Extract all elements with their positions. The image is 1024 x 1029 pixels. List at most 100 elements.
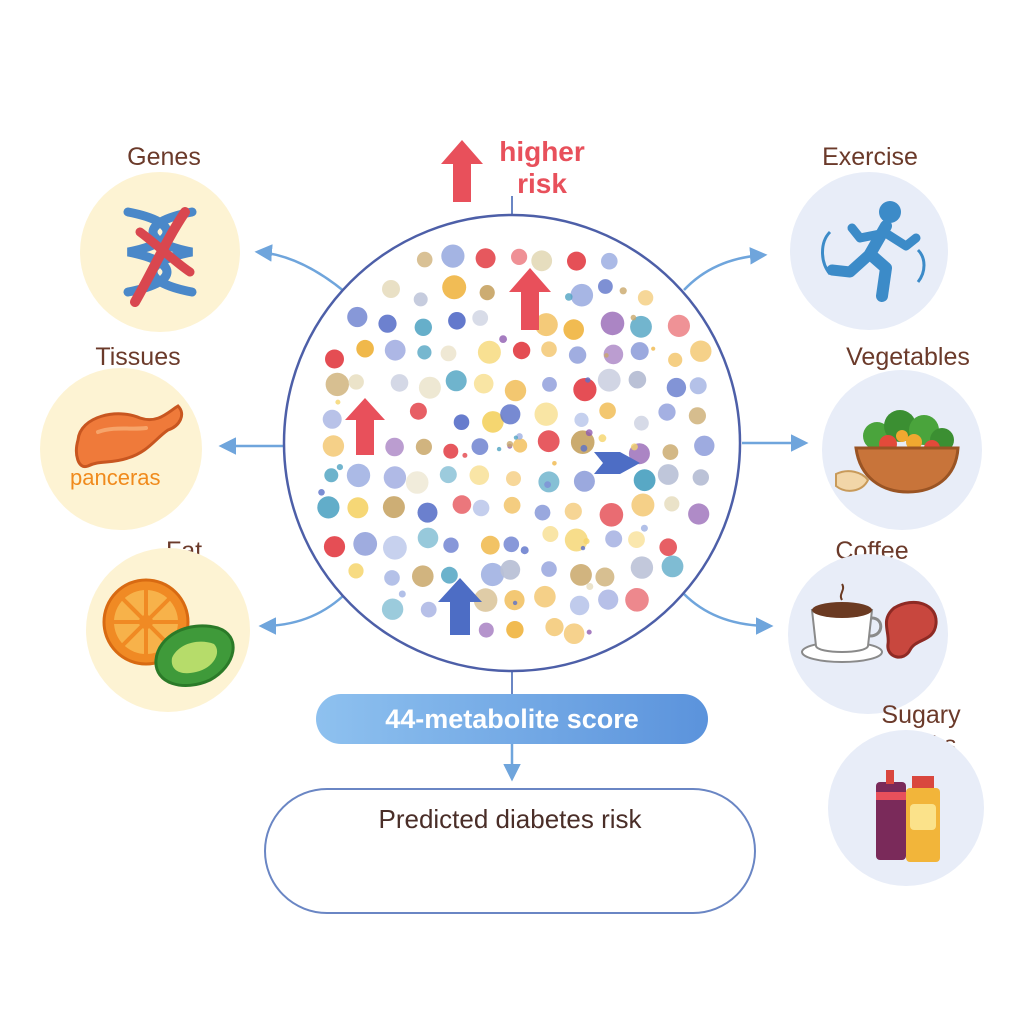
metabolite-dot bbox=[418, 376, 441, 399]
metabolite-dot bbox=[452, 495, 472, 514]
metabolite-dot bbox=[570, 564, 592, 586]
fat-bubble bbox=[86, 548, 250, 712]
metabolite-dot bbox=[630, 315, 652, 338]
metabolite-speck bbox=[462, 452, 468, 458]
inner-blue-arrow-bottom bbox=[438, 578, 482, 635]
metabolite-dot bbox=[472, 499, 490, 517]
metabolite-speck bbox=[583, 538, 590, 545]
metabolite-dot bbox=[542, 377, 557, 392]
metabolite-dot bbox=[598, 589, 619, 610]
metabolite-dot bbox=[625, 588, 649, 612]
higher-risk-label: higher risk bbox=[499, 136, 585, 200]
metabolite-dot bbox=[664, 496, 680, 512]
exercise-bubble bbox=[790, 172, 948, 330]
metabolite-speck bbox=[398, 590, 406, 598]
metabolite-speck bbox=[619, 287, 627, 295]
metabolite-speck bbox=[640, 524, 648, 532]
inner-blue-arrow-right bbox=[594, 452, 640, 474]
metabolite-dot bbox=[440, 345, 457, 362]
metabolite-dot bbox=[323, 536, 346, 558]
metabolite-dot bbox=[661, 555, 684, 578]
metabolite-dot bbox=[574, 412, 589, 427]
metabolite-dot bbox=[353, 532, 378, 556]
citrus-avocado-icon bbox=[102, 578, 235, 688]
metabolite-dot bbox=[347, 497, 369, 519]
arrow-to-coffee bbox=[683, 593, 774, 635]
metabolite-dot bbox=[472, 310, 489, 326]
metabolite-dot bbox=[443, 537, 459, 553]
metabolite-speck bbox=[513, 435, 519, 440]
metabolite-dot bbox=[384, 339, 406, 361]
metabolite-dot bbox=[356, 339, 374, 358]
metabolite-dot bbox=[383, 535, 407, 560]
metabolite-dot bbox=[473, 588, 498, 612]
metabolite-dot bbox=[382, 280, 400, 298]
metabolite-dot bbox=[631, 493, 655, 517]
metabolite-dot bbox=[416, 251, 433, 268]
metabolite-speck bbox=[565, 293, 573, 301]
metabolite-dot bbox=[537, 430, 560, 453]
metabolite-dot bbox=[570, 430, 595, 455]
label-genes: Genes bbox=[127, 143, 201, 171]
metabolite-dot bbox=[633, 469, 656, 492]
tissues-bubble bbox=[40, 368, 202, 530]
metabolite-dot bbox=[409, 402, 427, 420]
metabolite-dot bbox=[325, 372, 349, 397]
metabolite-dot bbox=[541, 561, 557, 577]
metabolite-dot bbox=[603, 344, 624, 365]
predicted-risk-title: Predicted diabetes risk bbox=[378, 804, 642, 834]
metabolite-dot bbox=[443, 443, 459, 459]
metabolite-dot bbox=[573, 470, 595, 492]
metabolite-speck bbox=[585, 377, 591, 383]
metabolite-dot bbox=[688, 503, 710, 525]
metabolite-dot bbox=[689, 377, 707, 395]
metabolite-dot bbox=[322, 409, 342, 429]
arrow-to-exercise bbox=[683, 247, 768, 291]
metabolite-dot bbox=[324, 468, 339, 483]
metabolite-dot bbox=[420, 601, 437, 618]
metabolite-speck bbox=[585, 429, 593, 437]
metabolite-speck bbox=[598, 434, 607, 443]
metabolite-dot bbox=[417, 345, 432, 360]
metabolite-dot bbox=[630, 342, 649, 361]
metabolite-dot bbox=[381, 598, 404, 620]
metabolite-speck bbox=[336, 464, 343, 471]
metabolite-dot bbox=[657, 464, 679, 485]
metabolite-dot bbox=[414, 318, 432, 336]
metabolite-dot bbox=[598, 279, 613, 294]
metabolite-speck bbox=[630, 314, 637, 321]
label-exercise: Exercise bbox=[822, 143, 918, 171]
salad-bowl-icon bbox=[835, 410, 960, 494]
metabolite-dot bbox=[600, 311, 625, 336]
metabolite-dot bbox=[415, 438, 432, 455]
metabolite-score-pill: 44-metabolite score bbox=[316, 694, 708, 744]
metabolite-dot bbox=[512, 341, 531, 360]
metabolite-speck bbox=[499, 335, 507, 343]
metabolite-dot bbox=[506, 621, 524, 639]
metabolite-dot bbox=[383, 466, 407, 489]
metabolite-dot bbox=[688, 407, 707, 425]
metabolite-speck bbox=[506, 441, 514, 448]
metabolite-speck bbox=[520, 546, 529, 555]
metabolite-dot bbox=[563, 623, 585, 644]
arrow-to-genes bbox=[254, 244, 346, 293]
metabolite-dot bbox=[630, 556, 654, 579]
metabolite-dot bbox=[634, 415, 649, 431]
metabolite-dot bbox=[384, 570, 400, 586]
metabolite-dot bbox=[599, 402, 616, 420]
predicted-risk-panel: Predicted diabetes risk bbox=[264, 788, 756, 914]
metabolite-dot bbox=[694, 435, 715, 456]
metabolite-dots bbox=[317, 244, 715, 644]
metabolite-speck bbox=[586, 629, 592, 635]
metabolite-speck bbox=[580, 444, 588, 452]
metabolite-dot bbox=[471, 438, 489, 455]
metabolite-dot bbox=[448, 312, 466, 330]
metabolite-dot bbox=[601, 252, 618, 270]
metabolite-dot bbox=[534, 313, 558, 337]
metabolite-dot bbox=[413, 292, 428, 307]
metabolite-dot bbox=[542, 526, 559, 542]
metabolite-dot bbox=[477, 340, 501, 364]
metabolite-dot bbox=[534, 504, 551, 521]
runner-icon bbox=[821, 201, 926, 302]
metabolite-dot bbox=[482, 411, 504, 433]
